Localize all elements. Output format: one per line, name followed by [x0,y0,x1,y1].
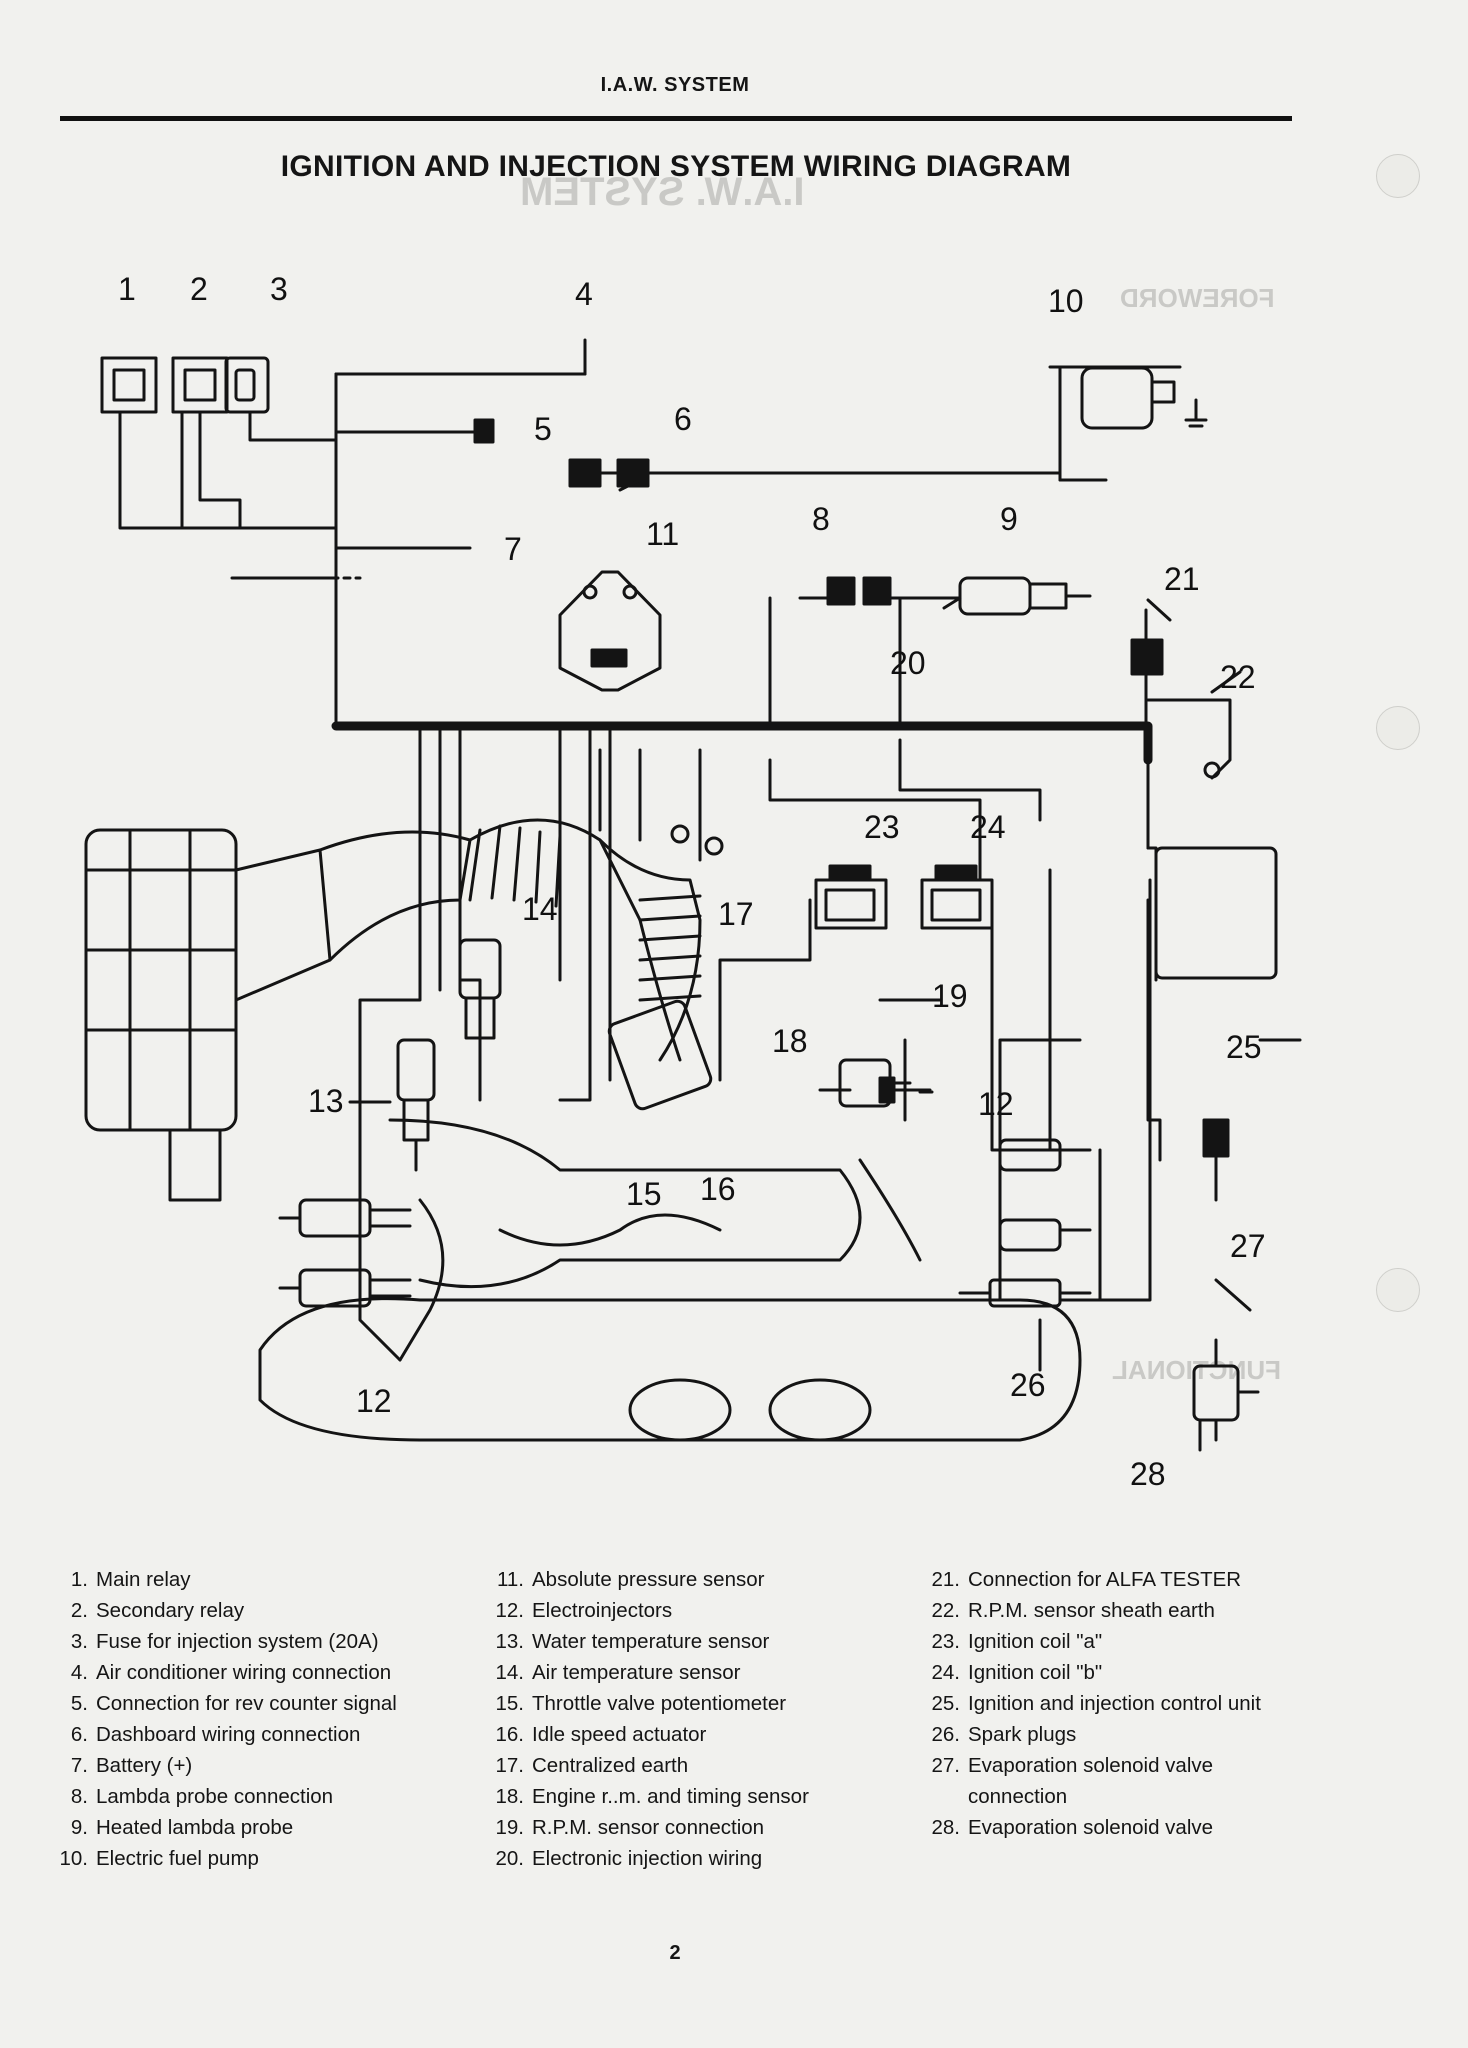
legend-item: 22.R.P.M. sensor sheath earth [931,1599,1215,1622]
legend-item: 4.Air conditioner wiring connection [70,1661,392,1684]
callout-12-left: 12 [356,1383,392,1419]
callout-28: 28 [1130,1456,1166,1492]
callout-22: 22 [1220,659,1256,695]
callout-15: 15 [626,1176,662,1212]
legend-column-2: 11.Absolute pressure sensor 12.Electroin… [482,1564,902,1874]
callout-3: 3 [270,271,288,307]
page-number: 2 [669,1942,681,1964]
legend-column-1: 1.Main relay 2.Secondary relay 3.Fuse fo… [46,1564,466,1874]
legend-item: 7.Battery (+) [70,1754,193,1777]
callout-18: 18 [772,1023,808,1059]
header-rule [60,116,1292,121]
callout-12: 12 [978,1086,1014,1122]
legend-item: 24.Ignition coil "b" [931,1661,1103,1684]
legend-item: 3.Fuse for injection system (20A) [70,1630,379,1653]
legend-item: 19.R.P.M. sensor connection [495,1816,765,1839]
callout-16: 16 [700,1171,736,1207]
binder-hole [1376,154,1420,198]
legend-item: 20.Electronic injection wiring [495,1847,763,1870]
legend-item: 15.Throttle valve potentiometer [495,1692,787,1715]
fuse-shape [224,356,270,414]
secondary-relay-shape [171,356,229,414]
legend-item: 1.Main relay [70,1568,191,1591]
pressure-sensor-shape [558,570,662,692]
legend-item: 5.Connection for rev counter signal [70,1692,397,1715]
section-header: I.A.W. SYSTEM [600,74,750,96]
callout-24: 24 [970,809,1006,845]
legend-column-3: 21.Connection for ALFA TESTER 22.R.P.M. … [918,1564,1338,1843]
callout-2: 2 [190,271,208,307]
callout-7: 7 [504,531,522,567]
callout-17: 17 [718,896,754,932]
legend-item: 16.Idle speed actuator [495,1723,707,1746]
callout-11: 11 [646,516,679,552]
callout-13: 13 [308,1083,344,1119]
legend-item: 8.Lambda probe connection [70,1785,334,1808]
callout-25: 25 [1226,1029,1262,1065]
callout-14: 14 [522,891,558,927]
main-relay-shape [100,356,158,414]
legend-item: 6.Dashboard wiring connection [70,1723,361,1746]
legend-item: 14.Air temperature sensor [495,1661,741,1684]
binder-hole [1376,706,1420,750]
legend-item: 18.Engine r..m. and timing sensor [495,1785,809,1808]
callout-20: 20 [890,645,926,681]
callout-8: 8 [812,501,830,537]
legend-item: 10.Electric fuel pump [59,1847,259,1870]
legend-item: 12.Electroinjectors [495,1599,673,1622]
callout-6: 6 [674,401,692,437]
legend-item: 11.Absolute pressure sensor [497,1568,765,1591]
legend-item: 23.Ignition coil "a" [931,1630,1103,1653]
legend-item: 17.Centralized earth [495,1754,689,1777]
legend-item: 25.Ignition and injection control unit [931,1692,1261,1715]
binder-hole [1376,1268,1420,1312]
callout-21: 21 [1164,561,1200,597]
legend-item: 28.Evaporation solenoid valve [931,1816,1214,1839]
air-filter-shape [84,828,238,1132]
callout-4: 4 [575,276,593,312]
callout-26: 26 [1010,1367,1046,1403]
callout-10: 10 [1048,283,1084,319]
legend-item: 2.Secondary relay [70,1599,245,1622]
control-unit-shape [1154,846,1278,980]
page-title: IGNITION AND INJECTION SYSTEM WIRING DIA… [280,150,1072,183]
callout-23: 23 [864,809,900,845]
legend-item: 9.Heated lambda probe [70,1816,294,1839]
legend-item: 13.Water temperature sensor [495,1630,770,1653]
callout-19: 19 [932,978,968,1014]
legend-item: 26.Spark plugs [931,1723,1077,1746]
callout-27: 27 [1230,1228,1266,1264]
legend-item: 27.Evaporation solenoid valve connection [931,1754,1214,1808]
callout-5: 5 [534,411,552,447]
callout-1: 1 [118,271,136,307]
callout-labels: 1 2 3 4 5 6 7 8 9 10 11 12 13 14 15 16 1… [118,271,1266,1492]
callout-9: 9 [1000,501,1018,537]
wiring-diagram: 1 2 3 4 5 6 7 8 9 10 11 12 13 14 15 16 1… [84,271,1302,1492]
legend-item: 21.Connection for ALFA TESTER [931,1568,1242,1591]
